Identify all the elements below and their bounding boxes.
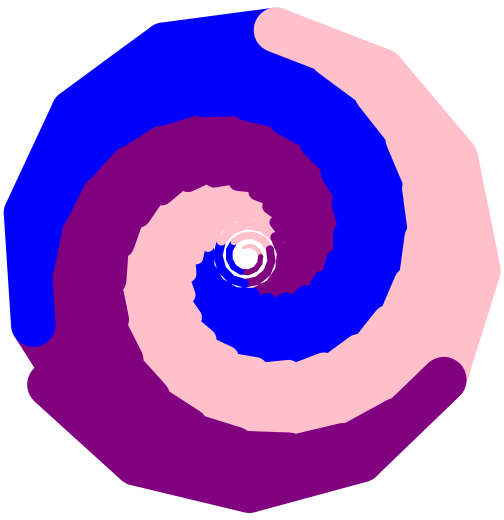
spiral-pattern (3, 7, 501, 513)
spiral-segment (27, 361, 160, 486)
